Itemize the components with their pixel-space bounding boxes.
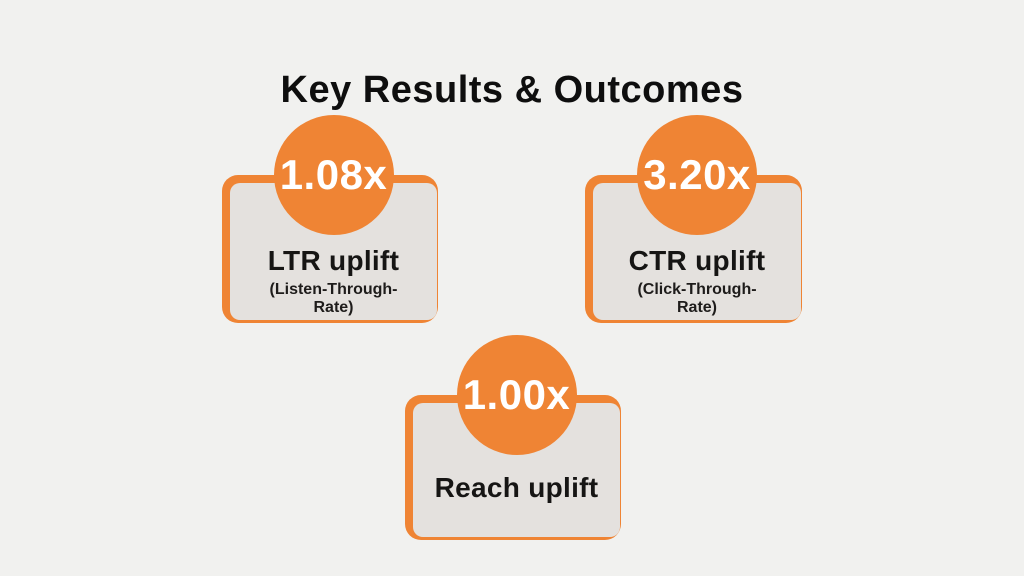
metric-sublabel: (Listen-Through-Rate) [269, 281, 398, 317]
card-content: CTR uplift (Click-Through-Rate) [593, 235, 801, 318]
metric-card-ctr: 3.20x CTR uplift (Click-Through-Rate) [585, 115, 802, 323]
metric-value: 3.20x [643, 151, 751, 198]
metric-circle: 1.08x [273, 115, 394, 235]
metric-value: 1.00x [462, 371, 571, 418]
card-content: LTR uplift (Listen-Through-Rate) [230, 235, 437, 318]
metric-label: CTR uplift [628, 245, 766, 276]
metric-value: 1.08x [279, 151, 388, 198]
card-content: Reach uplift [413, 455, 620, 508]
metric-card-ltr: 1.08x LTR uplift (Listen-Through-Rate) [222, 115, 438, 323]
metric-circle: 1.00x [456, 335, 577, 455]
page-title: Key Results & Outcomes [280, 69, 744, 112]
metric-sublabel: (Click-Through-Rate) [637, 281, 757, 317]
metric-label: Reach uplift [434, 472, 599, 503]
metric-label: LTR uplift [267, 245, 400, 276]
metric-card-reach: 1.00x Reach uplift [405, 335, 621, 540]
metric-circle: 3.20x [637, 115, 757, 235]
